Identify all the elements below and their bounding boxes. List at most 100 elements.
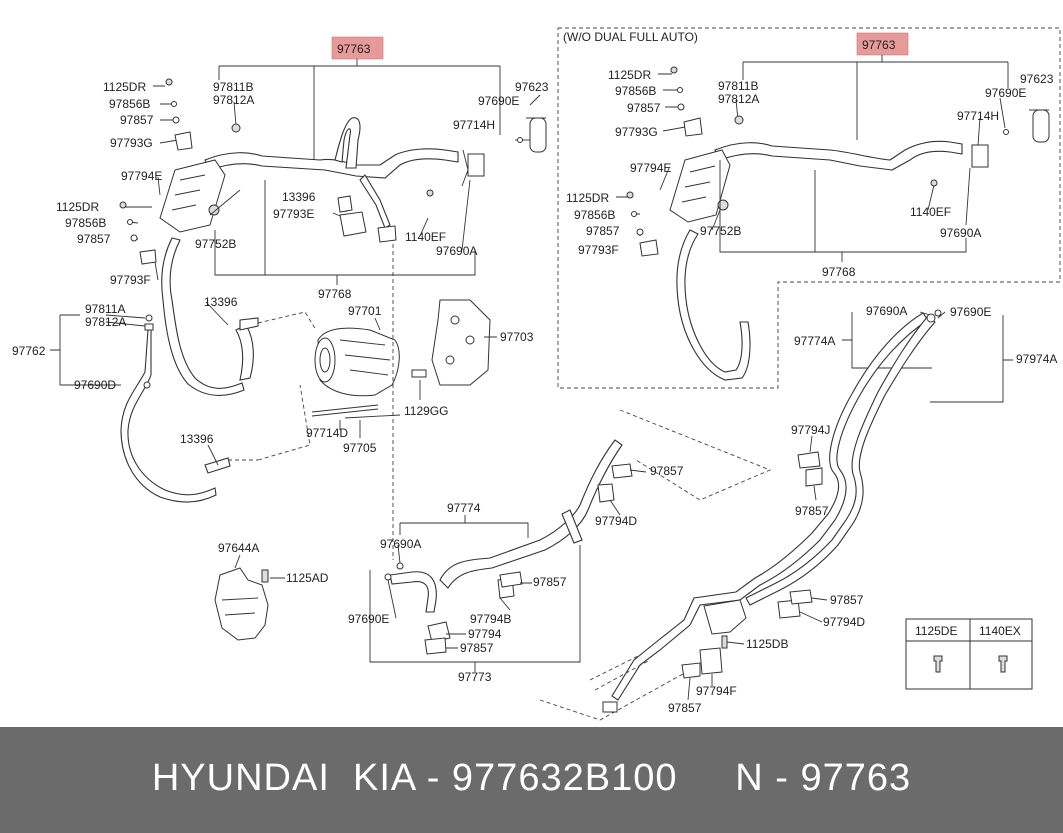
label-97857-e: 97857 xyxy=(650,464,684,478)
variant-box xyxy=(557,27,1061,389)
liquid-hose-left xyxy=(161,237,245,396)
label-97811b-a: 97811B xyxy=(213,80,253,94)
label-97857-i: 97857 xyxy=(830,593,864,607)
legend-col-1140ex: 1140EX xyxy=(979,624,1021,638)
label-97812a-a: 97812A xyxy=(213,93,254,107)
bracket-97703 xyxy=(431,299,491,386)
expansion-valve-right xyxy=(669,149,731,223)
label-97690e-c: 97690E xyxy=(985,86,1026,100)
label-97762: 97762 xyxy=(12,344,46,358)
clamp-97793g-a xyxy=(174,131,193,151)
pipe-end-fitting xyxy=(602,701,618,713)
label-97752b-b: 97752B xyxy=(700,224,741,238)
clip-97857-b xyxy=(130,234,138,242)
label-97794e-a: 97794E xyxy=(121,169,162,183)
suction-hose-right xyxy=(714,140,963,171)
label-97793g-a: 97793G xyxy=(110,136,153,150)
label-97774: 97774 xyxy=(447,501,481,515)
label-97857-f: 97857 xyxy=(627,101,661,115)
label-97857-d: 97857 xyxy=(460,641,494,655)
label-97703: 97703 xyxy=(500,330,534,344)
label-97811a: 97811A xyxy=(85,302,125,316)
pipe-97762 xyxy=(120,329,217,503)
clip-97857-e xyxy=(611,463,633,479)
label-97793f-b: 97793F xyxy=(578,243,619,257)
label-97701: 97701 xyxy=(348,304,382,318)
label-97623-a: 97623 xyxy=(515,80,549,94)
label-1125db: 1125DB xyxy=(746,637,788,651)
bolt-1125de-icon xyxy=(933,655,943,673)
cover-detail xyxy=(221,597,259,616)
nut-97752b-left xyxy=(208,204,220,216)
leaders-mid xyxy=(205,301,497,466)
receiver-drier-right xyxy=(1032,109,1050,143)
label-1140ef-b: 1140EF xyxy=(910,205,951,219)
label-97811b-b: 97811B xyxy=(718,79,758,93)
label-97794e-b: 97794E xyxy=(630,161,671,175)
label-97690e-b: 97690E xyxy=(348,612,389,626)
label-97690d: 97690D xyxy=(74,378,116,392)
label-97857-b: 97857 xyxy=(77,232,111,246)
cover-97644a xyxy=(214,567,269,641)
cap-97811a xyxy=(145,314,153,322)
bolt-1140ex-icon xyxy=(998,655,1008,673)
pipe-97974a-b xyxy=(745,315,936,606)
part-number-text: HYUNDAI KIA - 977632B100 N - 97763 xyxy=(151,757,912,799)
variant-note: (W/O DUAL FULL AUTO) xyxy=(563,30,698,44)
pipe-97774a xyxy=(611,312,929,701)
dashed-compressor xyxy=(228,311,317,461)
label-97794d-a: 97794D xyxy=(595,514,637,528)
compressor-clutch-hub xyxy=(319,347,331,373)
legend-col-1125de: 1125DE xyxy=(915,624,957,638)
compressor-97701 xyxy=(317,327,400,397)
leaders-center xyxy=(387,469,647,649)
washer-97856b-d xyxy=(631,211,637,217)
label-97705: 97705 xyxy=(343,441,377,455)
bracket-hole-c xyxy=(445,355,455,365)
label-97714h-a: 97714H xyxy=(453,118,495,132)
block-97714h-left xyxy=(467,153,485,177)
label-1140ef-a: 1140EF xyxy=(405,230,446,244)
receiver-drier-left xyxy=(529,117,547,153)
expansion-valve-left xyxy=(159,159,226,233)
label-1129gg: 1129GG xyxy=(404,404,448,418)
parts-diagram: 97763 xyxy=(12,27,1061,721)
label-97793f-a: 97793F xyxy=(110,273,151,287)
bolt-1140ef-b xyxy=(930,179,938,187)
label-97794d-b: 97794D xyxy=(823,615,865,629)
fitting-13396-b xyxy=(239,317,259,331)
legend-table-frame xyxy=(905,618,1033,690)
label-97774a: 97774A xyxy=(794,334,835,348)
clamp-97793f-b xyxy=(639,239,659,257)
fitting-97690a-d xyxy=(926,313,936,323)
nut-97752b-right xyxy=(717,199,729,211)
leaders-97644a xyxy=(234,554,285,579)
dashed-lower-right xyxy=(589,654,651,691)
label-97857-g: 97857 xyxy=(586,224,620,238)
bolt-1125dr-c xyxy=(670,66,678,74)
clip-97857-c xyxy=(499,571,523,588)
clamp-97794f xyxy=(699,647,723,675)
label-97763-left: 97763 xyxy=(337,42,371,56)
label-97857-a: 97857 xyxy=(120,113,154,127)
nut-13396-a xyxy=(337,195,353,213)
bracket-97768-right xyxy=(719,160,967,262)
pipe-97774-end xyxy=(561,509,583,544)
label-97856b-b: 97856B xyxy=(65,216,106,230)
fitting-97690a-a xyxy=(377,225,397,243)
valve-detail-left xyxy=(171,174,206,211)
label-97857-h: 97857 xyxy=(795,504,829,518)
receiver-top-left xyxy=(526,94,546,119)
oring-97690e-b xyxy=(384,573,392,581)
liquid-hose-right xyxy=(676,229,751,381)
leader-97763-right xyxy=(742,55,1009,140)
clamp-97793g-b xyxy=(683,117,703,137)
brackets-97974a xyxy=(842,311,1013,403)
label-97690a-d: 97690A xyxy=(866,304,907,318)
label-97974a: 97974A xyxy=(1016,352,1057,366)
bolt-1129gg xyxy=(411,369,427,378)
bracket-97773 xyxy=(369,545,581,672)
label-97812a-b: 97812A xyxy=(85,315,126,329)
oring-left-97690e xyxy=(517,137,523,143)
clip-97857-h xyxy=(805,467,823,487)
